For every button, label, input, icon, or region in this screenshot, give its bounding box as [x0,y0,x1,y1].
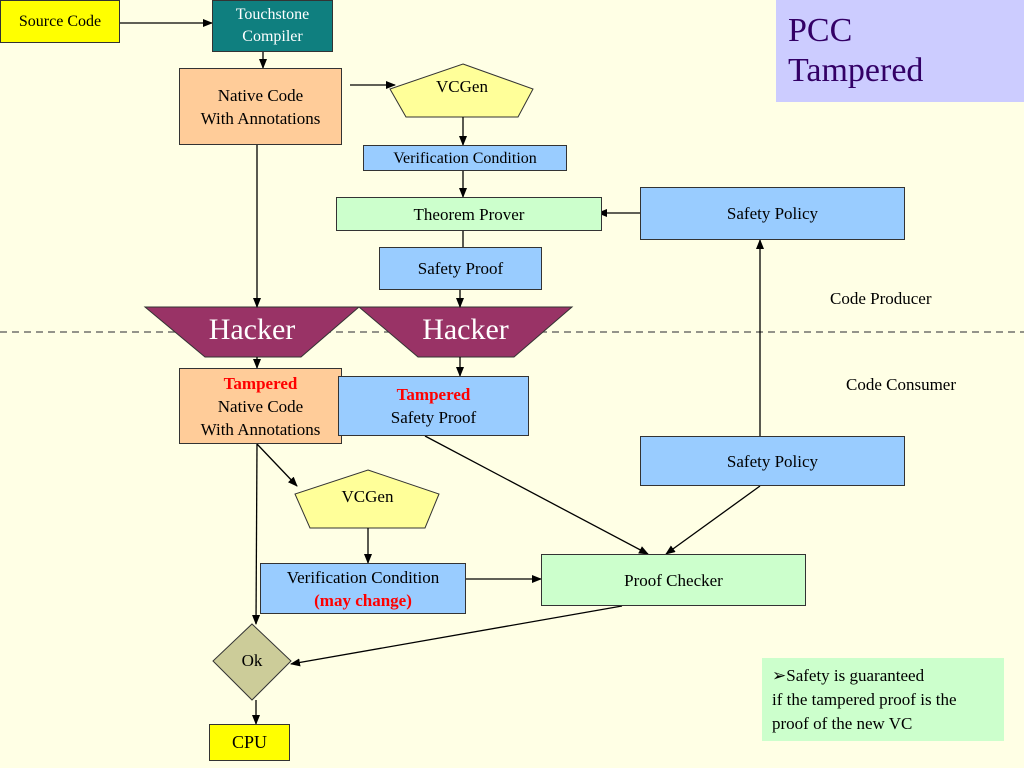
note-line-1: ➢Safety is guaranteed [772,665,925,685]
hacker-right-shape [357,306,574,358]
tampered-native-line-1: Native Code [217,396,304,416]
title-line-1: PCC [788,12,853,49]
source-code-label: Source Code [18,13,102,30]
arrow-checker-to-ok [290,605,623,667]
ok-label: Ok [241,651,263,670]
vc-bottom-node: Verification Condition (may change) [260,563,466,614]
tampered-proof-node: Tampered Safety Proof [338,376,529,436]
tampered-native-node: Tampered Native Code With Annotations [179,368,342,444]
tampered-proof-label: Safety Proof [390,408,477,427]
safety-policy-bottom-node: Safety Policy [640,436,905,486]
note-line-3: proof of the new VC [772,713,913,733]
cpu-node: CPU [209,724,290,761]
safety-proof-node: Safety Proof [379,247,542,290]
source-code-node: Source Code [0,0,120,43]
theorem-prover-node: Theorem Prover [336,197,602,231]
arrow-tampered-native-to-vcgen [256,443,298,487]
proof-checker-label: Proof Checker [624,570,723,590]
note-box: ➢Safety is guaranteed if the tampered pr… [762,658,1004,741]
slide-title: PCC Tampered [776,0,1024,102]
arrow-tampered-proof-to-checker [424,435,649,555]
arrow-tampered-native-to-ok [252,443,261,625]
vcgen-bottom-label: VCGen [341,487,394,506]
vc-bottom-may-change: (may change) [314,590,412,610]
ok-diamond [212,623,292,701]
compiler-line-2: Compiler [242,28,303,45]
hacker-left-label: Hacker [208,313,296,346]
vcgen-top-label: VCGen [436,77,488,96]
hacker-right-label: Hacker [422,313,509,346]
tampered-native-flag: Tampered [223,373,298,393]
native-code-line-2: With Annotations [200,108,321,128]
safety-policy-top-label: Safety Policy [726,204,819,223]
safety-policy-bottom-label: Safety Policy [726,451,819,471]
tampered-native-line-2: With Annotations [200,419,321,439]
native-code-line-1: Native Code [217,85,304,105]
vc-top-node: Verification Condition [363,145,567,171]
vc-bottom-label: Verification Condition [286,567,440,587]
arrow-policy-to-checker [665,485,761,555]
code-producer-label: Code Producer [830,289,932,308]
safety-proof-label: Safety Proof [417,259,504,278]
vcgen-top-shape [389,63,534,118]
compiler-node: Touchstone Compiler [212,0,333,52]
title-line-2: Tampered [788,52,924,89]
native-code-node: Native Code With Annotations [179,68,342,145]
safety-policy-top-node: Safety Policy [640,187,905,240]
compiler-line-1: Touchstone [235,6,310,23]
code-consumer-label: Code Consumer [846,375,957,394]
note-line-2: if the tampered proof is the [772,689,957,709]
proof-checker-node: Proof Checker [541,554,806,606]
hacker-left-shape [143,306,361,358]
tampered-proof-flag: Tampered [396,385,471,404]
vc-top-label: Verification Condition [393,149,537,167]
theorem-prover-label: Theorem Prover [413,204,525,224]
cpu-label: CPU [231,732,267,752]
